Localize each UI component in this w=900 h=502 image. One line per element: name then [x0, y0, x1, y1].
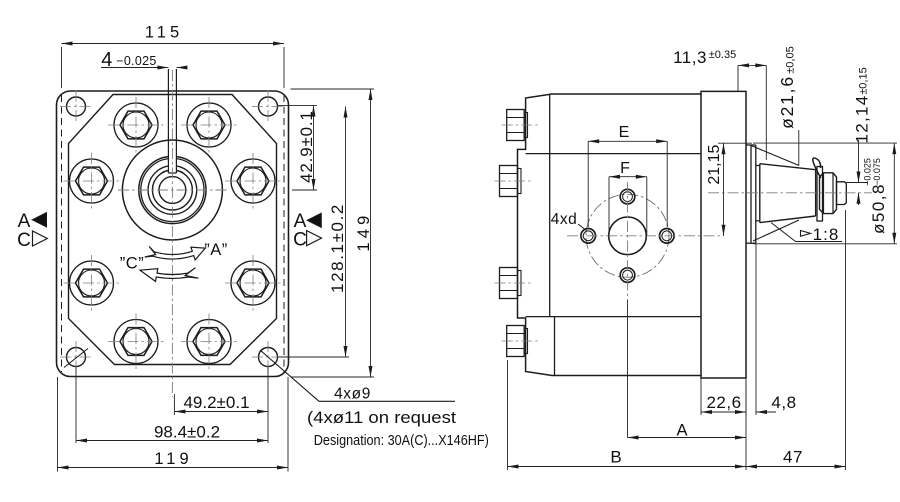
svg-text:A: A [18, 211, 31, 232]
svg-text:49.2±0.1: 49.2±0.1 [183, 393, 249, 412]
svg-text:−0.025: −0.025 [116, 54, 156, 68]
svg-text:±0.35: ±0.35 [709, 49, 736, 61]
svg-text:ø21,6: ø21,6 [777, 75, 797, 129]
svg-text:C: C [293, 230, 307, 251]
svg-text:”A”: ”A” [204, 241, 228, 259]
svg-text:4xø9: 4xø9 [334, 386, 371, 403]
svg-text:B: B [610, 448, 621, 467]
svg-text:42.9±0.1: 42.9±0.1 [297, 110, 316, 182]
svg-text:±0,05: ±0,05 [785, 46, 797, 73]
svg-text:−0.025: −0.025 [863, 158, 873, 186]
svg-text:4xd: 4xd [551, 211, 578, 228]
svg-text:A: A [294, 211, 307, 232]
svg-text:F: F [620, 160, 630, 177]
svg-text:±0,15: ±0,15 [858, 67, 870, 94]
svg-text:119: 119 [154, 450, 192, 468]
svg-text:47: 47 [783, 448, 803, 467]
svg-text:(4xø11 on request: (4xø11 on request [307, 408, 456, 427]
svg-text:22,6: 22,6 [706, 393, 741, 412]
svg-text:128.1±0.2: 128.1±0.2 [328, 203, 347, 293]
svg-text:C: C [17, 230, 31, 251]
svg-text:12,14: 12,14 [853, 94, 872, 143]
svg-text:4: 4 [101, 49, 112, 71]
svg-text:98.4±0.2: 98.4±0.2 [154, 423, 220, 442]
svg-text:115: 115 [145, 24, 183, 42]
svg-text:E: E [619, 124, 630, 141]
svg-text:”C”: ”C” [120, 255, 144, 273]
svg-text:4,8: 4,8 [771, 393, 796, 412]
svg-text:21,15: 21,15 [706, 144, 723, 184]
svg-text:−0.075: −0.075 [872, 158, 882, 186]
svg-text:1:8: 1:8 [813, 225, 840, 244]
svg-text:ø50,8: ø50,8 [869, 183, 888, 234]
svg-text:Designation: 30A(C)...X146HF): Designation: 30A(C)...X146HF) [314, 433, 489, 449]
svg-text:11,3: 11,3 [673, 48, 707, 67]
svg-text:149: 149 [355, 211, 373, 251]
svg-text:A: A [676, 422, 687, 440]
